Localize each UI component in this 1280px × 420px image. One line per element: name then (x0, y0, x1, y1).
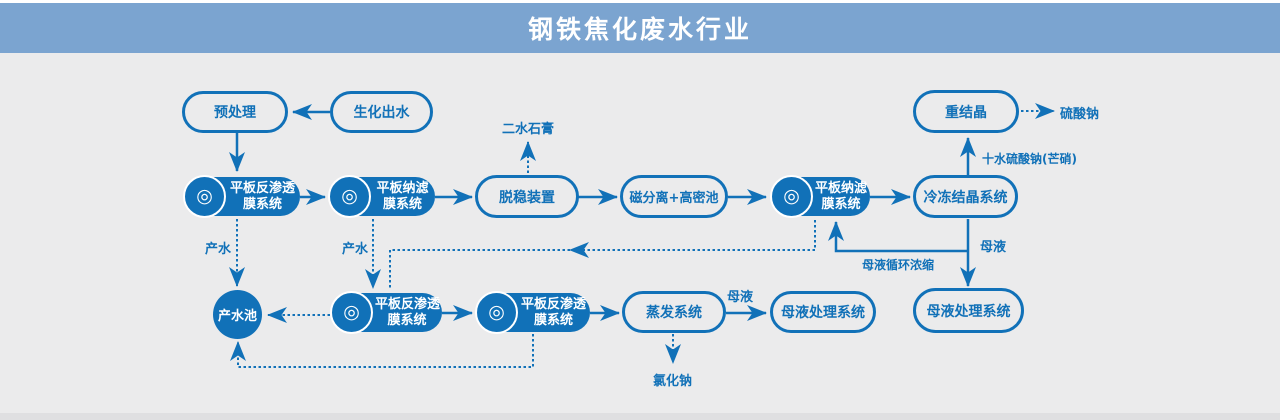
arrow-mother-liquor-recycle-to-nf-right (828, 221, 968, 253)
node-magnetic-separation-label: 磁分离+高密池 (629, 191, 719, 206)
bullseye-glyph: ◎ (783, 185, 800, 207)
node-nf-right: ◎ 平板纳滤 膜系统 (770, 175, 870, 218)
node-ml-treatment-bottom: 母液处理系统 (770, 291, 876, 333)
bullseye-glyph: ◎ (343, 301, 360, 323)
label-mother-liquor-right: 母液 (980, 240, 1007, 255)
bullseye-glyph: ◎ (488, 301, 505, 323)
node-magnetic-separation: 磁分离+高密池 (620, 175, 728, 218)
node-ml-treatment-right-label: 母液处理系统 (926, 303, 1011, 320)
membrane-disc-icon: ◎ (475, 291, 518, 334)
membrane-disc-icon: ◎ (183, 175, 226, 218)
node-evaporation-label: 蒸发系统 (646, 305, 702, 321)
label-line-1: 平板纳滤 (815, 180, 868, 196)
node-ro-bottom-1-label: 平板反渗透 膜系统 (375, 296, 441, 329)
bottom-divider (0, 413, 1280, 420)
label-line-2: 膜系统 (387, 312, 427, 328)
node-nf-mid-label: 平板纳滤 膜系统 (373, 180, 432, 213)
node-recrystallization: 重结晶 (913, 90, 1019, 133)
node-freeze-crystallization: 冷冻结晶系统 (913, 175, 1018, 218)
page-title: 钢铁焦化废水行业 (527, 15, 752, 44)
label-line-1: 平板纳滤 (376, 180, 429, 196)
membrane-disc-icon: ◎ (328, 175, 371, 218)
label-mother-liquor-recycle: 母液循环浓缩 (862, 258, 935, 272)
node-pretreatment: 预处理 (182, 91, 288, 133)
node-product-water-pool: 产水池 (213, 290, 262, 339)
label-sodium-chloride: 氯化钠 (653, 374, 693, 389)
node-ro-mid-label: 平板反渗透 膜系统 (228, 180, 297, 213)
label-gypsum-dihydrate: 二水石膏 (502, 122, 555, 137)
node-ro-bottom-2: ◎ 平板反渗透 膜系统 (475, 291, 590, 334)
bullseye-glyph: ◎ (341, 185, 358, 207)
node-bio-effluent: 生化出水 (330, 91, 433, 133)
top-divider (0, 0, 1280, 3)
node-nf-mid: ◎ 平板纳滤 膜系统 (328, 175, 435, 218)
page-header: 钢铁焦化废水行业 (0, 3, 1280, 53)
label-line-1: 平板反渗透 (229, 180, 295, 196)
node-ml-treatment-right: 母液处理系统 (913, 288, 1024, 333)
label-sodium-sulfate: 硫酸钠 (1060, 107, 1100, 122)
node-ro-bottom-1: ◎ 平板反渗透 膜系统 (330, 291, 442, 334)
dotted-ro-bottom2-to-pool (230, 334, 534, 368)
label-sodium-sulfate-decahydrate: 十水硫酸钠(芒硝) (982, 152, 1077, 166)
node-nf-right-label: 平板纳滤 膜系统 (815, 180, 867, 213)
label-mother-liquor-bottom: 母液 (727, 290, 754, 305)
node-freeze-crystallization-label: 冷冻结晶系统 (923, 189, 1008, 206)
label-line-2: 膜系统 (242, 196, 282, 212)
node-destabilization-label: 脱稳装置 (499, 189, 555, 206)
node-ro-bottom-2-label: 平板反渗透 膜系统 (520, 296, 587, 329)
label-line-1: 平板反渗透 (375, 296, 441, 312)
node-destabilization: 脱稳装置 (475, 175, 579, 218)
node-evaporation: 蒸发系统 (622, 291, 726, 333)
node-pretreatment-label: 预处理 (214, 105, 256, 121)
node-ml-treatment-bottom-label: 母液处理系统 (781, 305, 865, 321)
label-product-water-1: 产水 (205, 242, 232, 257)
label-line-1: 平板反渗透 (520, 296, 586, 312)
bullseye-glyph: ◎ (196, 185, 213, 207)
dotted-return-into-ro-bottom1 (389, 249, 570, 290)
label-line-2: 膜系统 (533, 312, 573, 328)
node-product-water-pool-label: 产水池 (217, 309, 257, 324)
membrane-disc-icon: ◎ (330, 291, 373, 334)
label-product-water-2: 产水 (342, 242, 369, 257)
node-bio-effluent-label: 生化出水 (353, 105, 410, 121)
membrane-disc-icon: ◎ (770, 175, 813, 218)
node-ro-mid: ◎ 平板反渗透 膜系统 (183, 175, 300, 218)
node-recrystallization-label: 重结晶 (945, 104, 987, 121)
dotted-nf-right-return-left (569, 220, 816, 258)
label-line-2: 膜系统 (382, 196, 422, 212)
label-line-2: 膜系统 (821, 196, 861, 212)
